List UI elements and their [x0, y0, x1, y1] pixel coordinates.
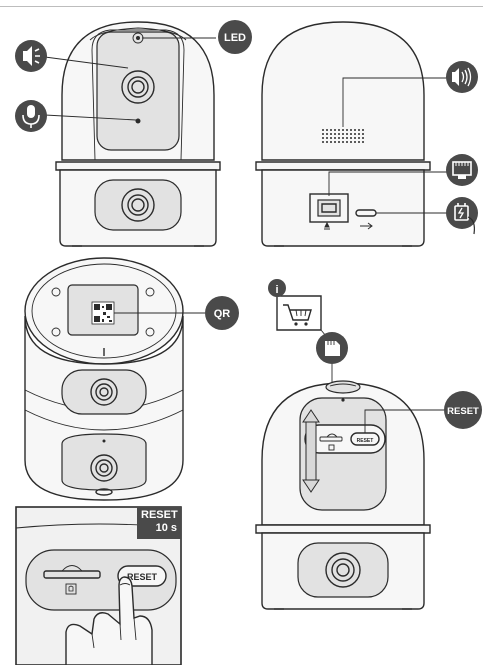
qr-label: QR [214, 308, 231, 320]
sd-card-icon [316, 332, 348, 386]
info-icon: i [268, 279, 286, 297]
reset-label: RESET [447, 406, 479, 417]
info-label: i [275, 284, 278, 296]
camera-front-view [56, 22, 220, 246]
camera-sd-insert-view: RESET [256, 381, 430, 609]
reset-duration-badge: RESET 10 s [137, 507, 181, 539]
camera-top-view [25, 258, 183, 500]
camera-back-view [256, 22, 430, 246]
led-label: LED [224, 32, 246, 44]
qr-code [92, 302, 114, 324]
reset-button-label: RESET [357, 438, 374, 444]
reset-button-detail-label: RESET [127, 572, 158, 582]
reset-duration-title: RESET [141, 509, 177, 522]
reset-duration-value: 10 s [141, 522, 177, 535]
